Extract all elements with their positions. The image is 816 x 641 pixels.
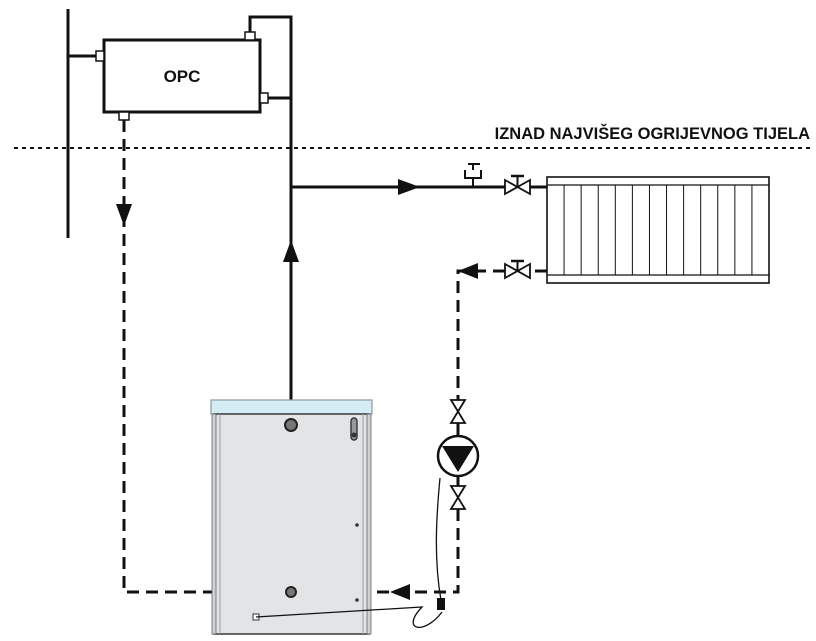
expansion-tank-body bbox=[102, 38, 262, 114]
return-line-arrow-top bbox=[458, 263, 478, 279]
pump-power-cable bbox=[435, 477, 442, 601]
circulation-pump bbox=[436, 434, 480, 478]
boiler-return-inlet bbox=[285, 586, 297, 598]
tank-fitting-left bbox=[95, 50, 105, 62]
expansion-tank-label: OPC bbox=[164, 67, 201, 86]
return-line-arrow-bottom bbox=[390, 584, 410, 600]
safety-return-line bbox=[122, 120, 212, 594]
radiator bbox=[546, 176, 770, 284]
pump-upper-valve bbox=[449, 399, 467, 424]
radiator-return-valve bbox=[504, 259, 531, 280]
supply-line-arrow bbox=[398, 179, 420, 195]
tank-fitting-top bbox=[244, 31, 256, 41]
tank-fitting-right bbox=[259, 92, 269, 104]
tank-fitting-bottom bbox=[118, 111, 130, 121]
safety-return-arrow bbox=[116, 204, 132, 226]
supply-riser-arrow bbox=[283, 240, 299, 262]
boiler-top bbox=[210, 399, 373, 415]
boiler-body bbox=[213, 413, 370, 635]
boiler-screw-2 bbox=[355, 598, 359, 602]
level-note: IZNAD NAJVIŠEG OGRIJEVNOG TIJELA bbox=[495, 124, 810, 143]
expansion-tank: OPC bbox=[95, 31, 269, 121]
pump-cable-connector bbox=[437, 598, 445, 610]
boiler-screw-1 bbox=[355, 523, 359, 527]
return-line-top bbox=[456, 269, 505, 400]
boiler-supply-outlet bbox=[284, 418, 298, 432]
pump-sensor-cable bbox=[255, 606, 443, 628]
boiler bbox=[210, 399, 373, 635]
radiator-supply-valve bbox=[504, 174, 531, 196]
pump-lower-valve bbox=[449, 485, 467, 510]
air-vent bbox=[464, 163, 482, 187]
